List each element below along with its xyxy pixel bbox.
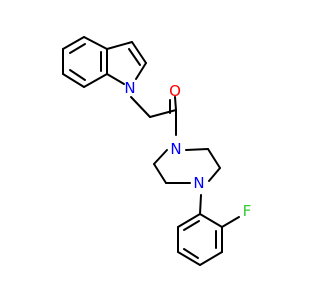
bond <box>83 73 108 88</box>
bond <box>62 73 85 88</box>
bond-double-inner <box>183 220 200 231</box>
bond <box>106 73 125 85</box>
bond <box>199 194 202 215</box>
bond <box>135 62 147 80</box>
fluorophenyl-ring <box>177 213 223 266</box>
bond-double-inner <box>69 43 86 54</box>
bond <box>199 213 223 228</box>
bond <box>208 167 221 182</box>
bond <box>207 148 221 169</box>
bond <box>199 251 223 266</box>
bond <box>106 41 133 50</box>
bond-double-inner <box>128 48 141 66</box>
bond-double-inner <box>183 248 199 259</box>
bond <box>153 149 168 165</box>
indole-benzene-ring <box>62 36 108 88</box>
molecule-structure: N O N N F <box>62 36 252 266</box>
bond <box>185 148 209 151</box>
indole-pyrrole-ring <box>106 41 147 85</box>
bond <box>149 109 177 118</box>
bond-carbonyl <box>174 96 177 111</box>
bond-double-inner <box>69 69 86 81</box>
bond <box>177 213 201 228</box>
atom-f: F <box>243 202 252 220</box>
bond <box>83 36 108 50</box>
atom-n-piperazine-top: N <box>170 140 181 158</box>
atom-n-piperazine-bottom: N <box>193 174 204 192</box>
atom-n-indole: N <box>124 79 135 97</box>
bond <box>130 96 151 118</box>
bond <box>177 251 201 266</box>
bond <box>62 36 85 50</box>
piperazine-ring <box>153 148 221 184</box>
bond <box>131 41 147 64</box>
linker-chain <box>130 96 177 136</box>
atom-o-carbonyl: O <box>169 82 181 100</box>
bond <box>221 216 240 228</box>
bond <box>153 163 167 184</box>
